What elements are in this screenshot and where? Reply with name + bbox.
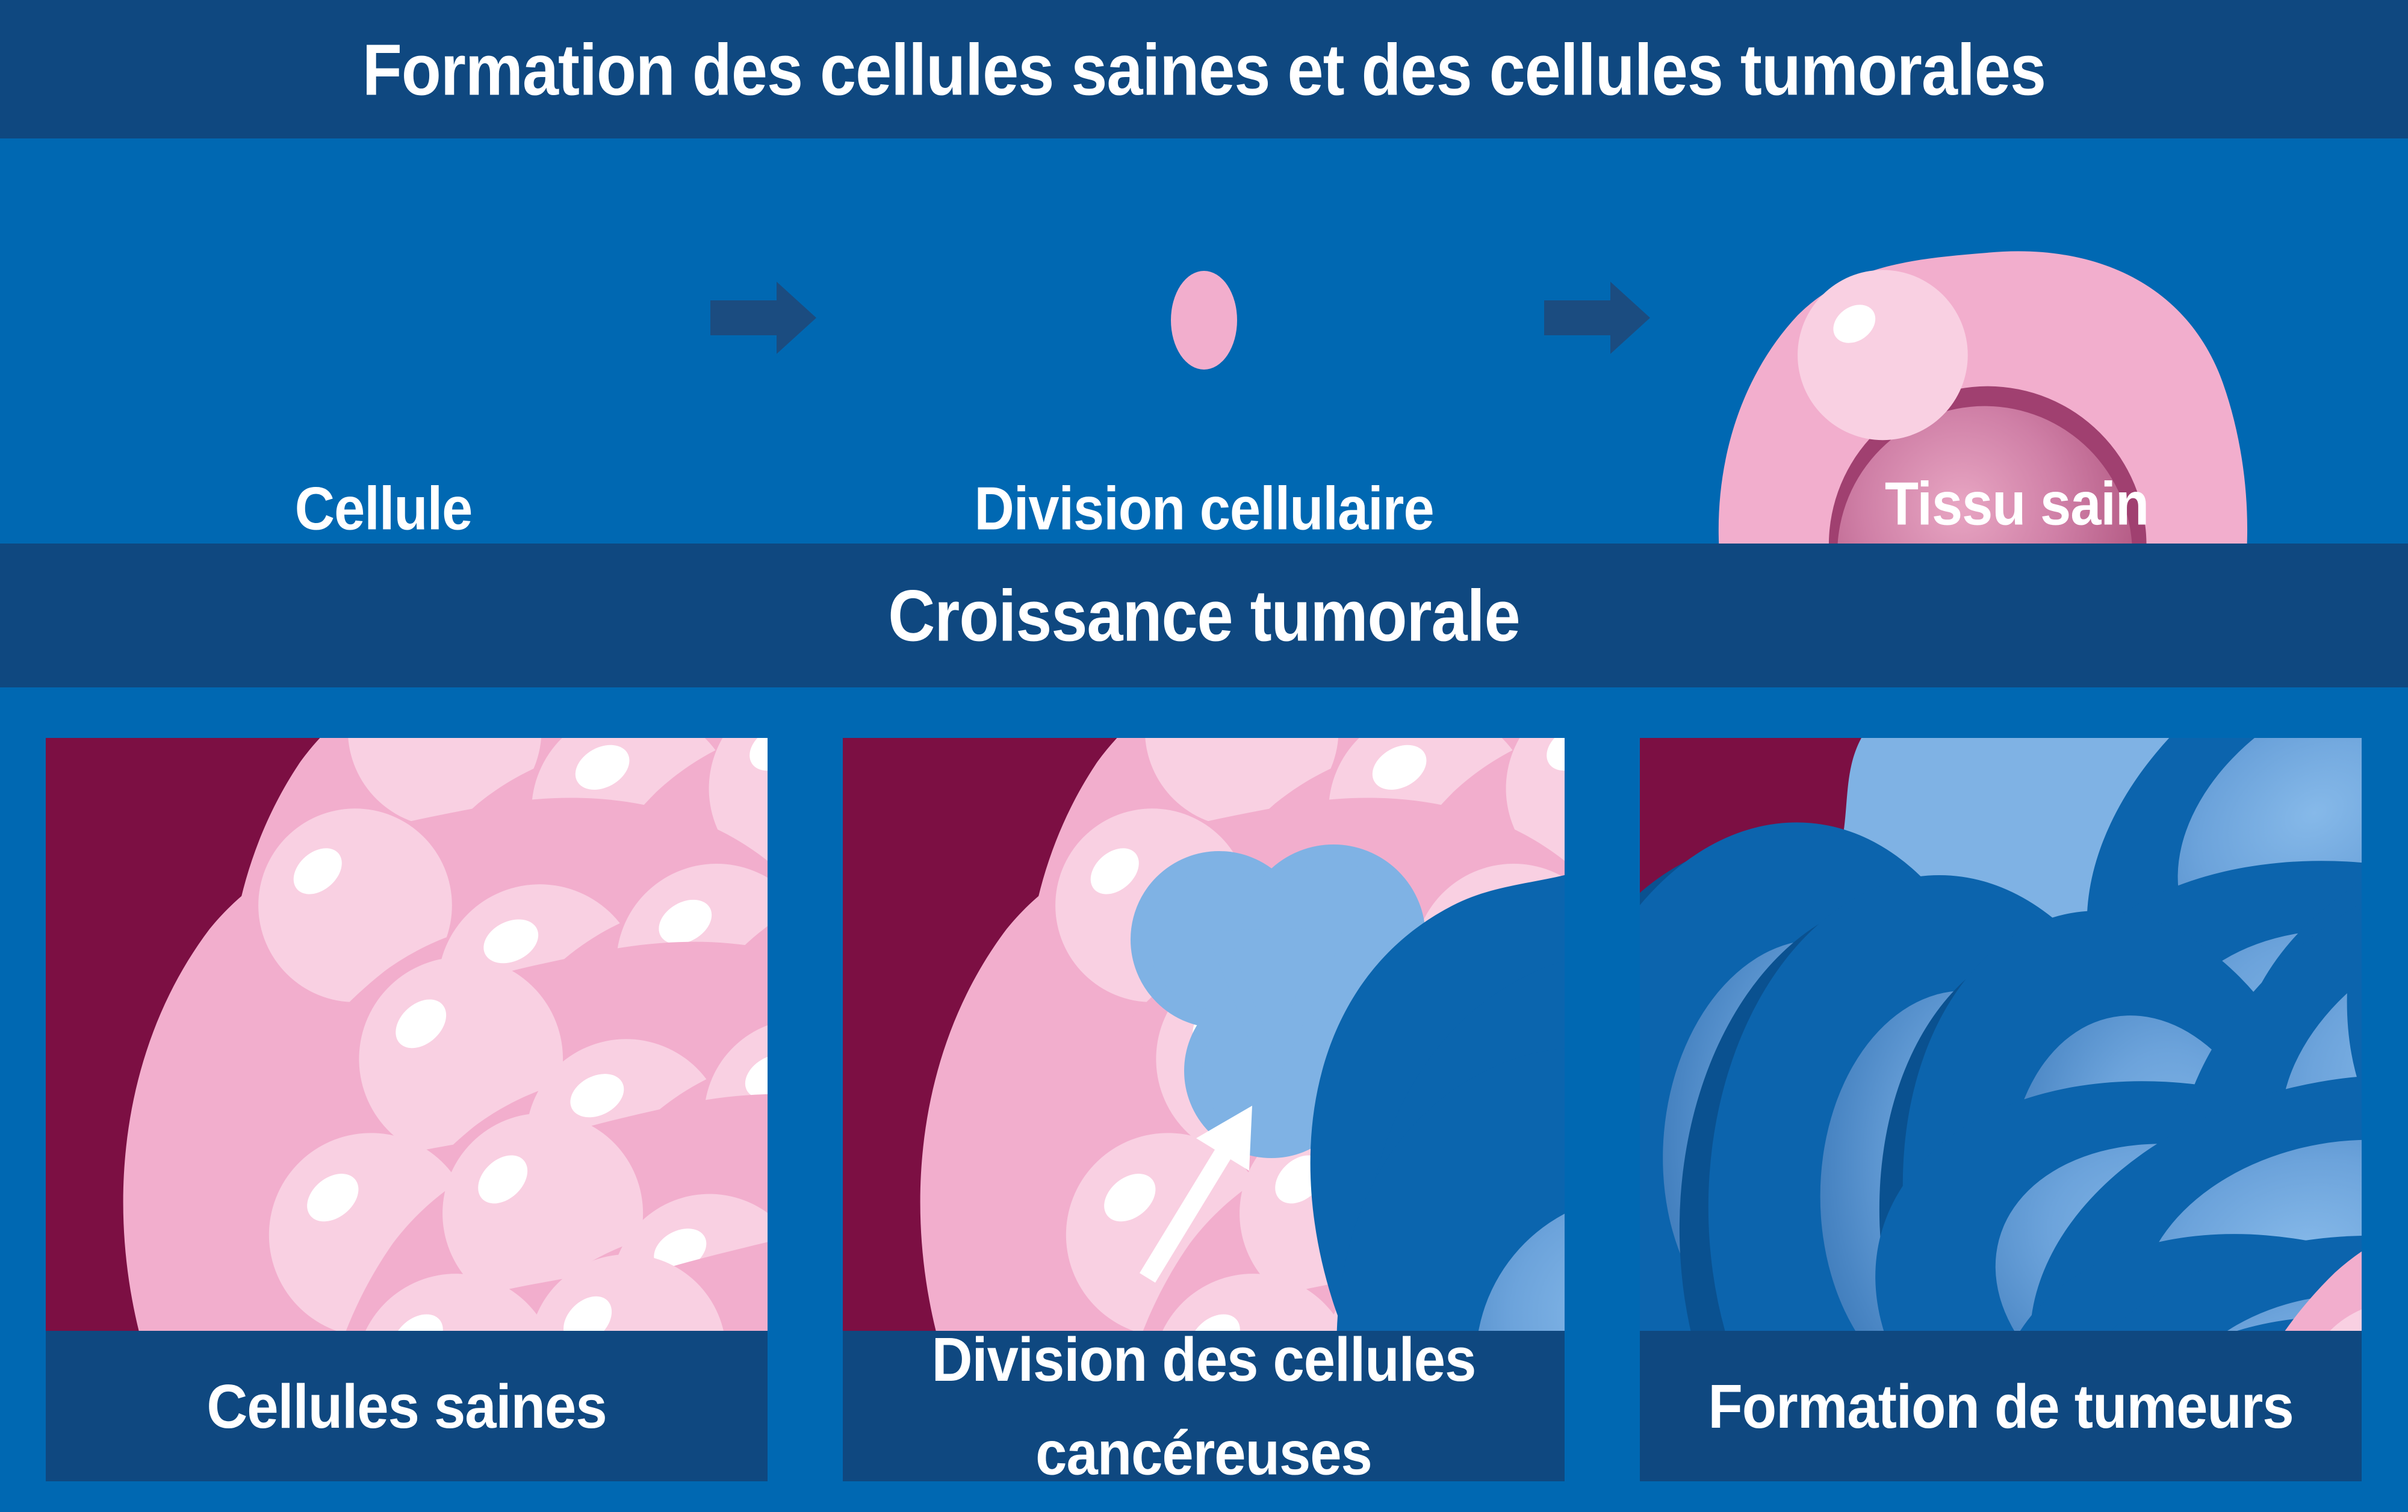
panel-caption: Division des cellules cancéreuses: [843, 1325, 1565, 1487]
panel-caption-text: Cellules saines: [206, 1371, 607, 1441]
tumor-mass: [1640, 738, 2362, 1331]
main-title: Formation des cellules saines et des cel…: [362, 28, 2046, 110]
cell-division-illustration: [1171, 271, 1237, 370]
tumor-growth-banner: Croissance tumorale: [0, 544, 2408, 687]
panel-caption: Formation de tumeurs: [1640, 1331, 2362, 1481]
cancer-division-illustration: [843, 738, 1565, 1331]
panel-healthy-cells: Cellules saines: [46, 738, 768, 1481]
cellule-label: Cellule: [294, 475, 473, 543]
division-cellulaire-label: Division cellulaire: [974, 475, 1434, 543]
panel-tumor-formation: Formation de tumeurs: [1640, 738, 2362, 1481]
arrow-right-icon: [710, 282, 816, 354]
panel-caption-text: Division des cellules cancéreuses: [931, 1324, 1477, 1488]
arrow-right-icon: [1544, 282, 1650, 354]
panel-cancer-division: Division des cellules cancéreuses: [843, 738, 1565, 1487]
tumor-growth-title: Croissance tumorale: [888, 574, 1520, 657]
cancer-cells-cluster: [1131, 838, 1565, 1331]
tissu-sain-label: Tissu sain: [1884, 470, 2149, 538]
panel-caption-text: Formation de tumeurs: [1708, 1371, 2294, 1441]
up-arrow-icon: [1140, 1106, 1252, 1283]
healthy-formation-illustration: [710, 251, 2248, 544]
tumor-formation-illustration: [1640, 738, 2362, 1331]
main-title-banner: Formation des cellules saines et des cel…: [0, 0, 2408, 138]
panel-caption: Cellules saines: [46, 1331, 768, 1481]
healthy-cells-illustration: [46, 738, 768, 1331]
